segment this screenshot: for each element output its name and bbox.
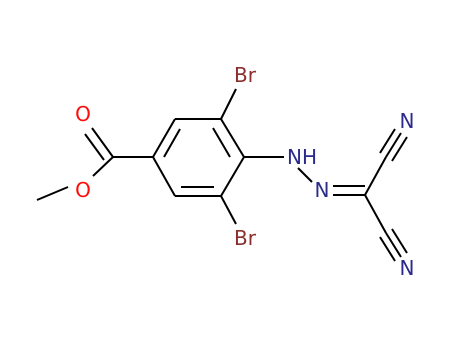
- atom-o-carbonyl: O: [75, 102, 91, 126]
- atom-o-ester: O: [75, 178, 91, 202]
- atom-labels: Br Br NH N N N O O: [75, 63, 414, 280]
- bond-carbonyl-double-b: [84, 133, 105, 161]
- bond-methyl-o: [36, 186, 69, 201]
- bond-nitrile-top-c: [391, 136, 408, 162]
- bond-ring-3: [220, 118, 245, 158]
- bond-ring-1: [152, 118, 176, 158]
- bond-ring-br-bottom: [220, 195, 237, 225]
- bond-nitrile-bottom-c: [391, 228, 408, 254]
- atom-br-top: Br: [234, 63, 257, 87]
- bond-nitrile-top-a: [385, 132, 402, 158]
- bond-ring-inner-2: [212, 127, 231, 158]
- bond-ring-4: [220, 156, 245, 197]
- atom-n-imine: N: [315, 178, 330, 202]
- bond-ring-inner-1: [163, 128, 181, 158]
- bond-carbonyl-double-a: [91, 127, 114, 158]
- bond-nh-n: [297, 167, 313, 183]
- bond-c-cn-top: [364, 156, 387, 196]
- atom-nh: NH: [287, 145, 317, 169]
- atom-n-nitrile-top: N: [400, 109, 415, 133]
- bond-c-cn-bottom: [364, 194, 387, 234]
- atom-n-nitrile-bottom: N: [400, 256, 415, 280]
- bond-nitrile-top-b: [379, 128, 396, 154]
- bond-nitrile-bottom-a: [385, 232, 402, 258]
- bond-o-carbonyl-c: [92, 156, 114, 177]
- bond-ring-br-top: [220, 88, 237, 120]
- bonds: [36, 88, 408, 262]
- bond-nitrile-bottom-b: [379, 236, 396, 262]
- bond-ring-6: [152, 156, 176, 197]
- atom-br-bottom: Br: [234, 226, 257, 250]
